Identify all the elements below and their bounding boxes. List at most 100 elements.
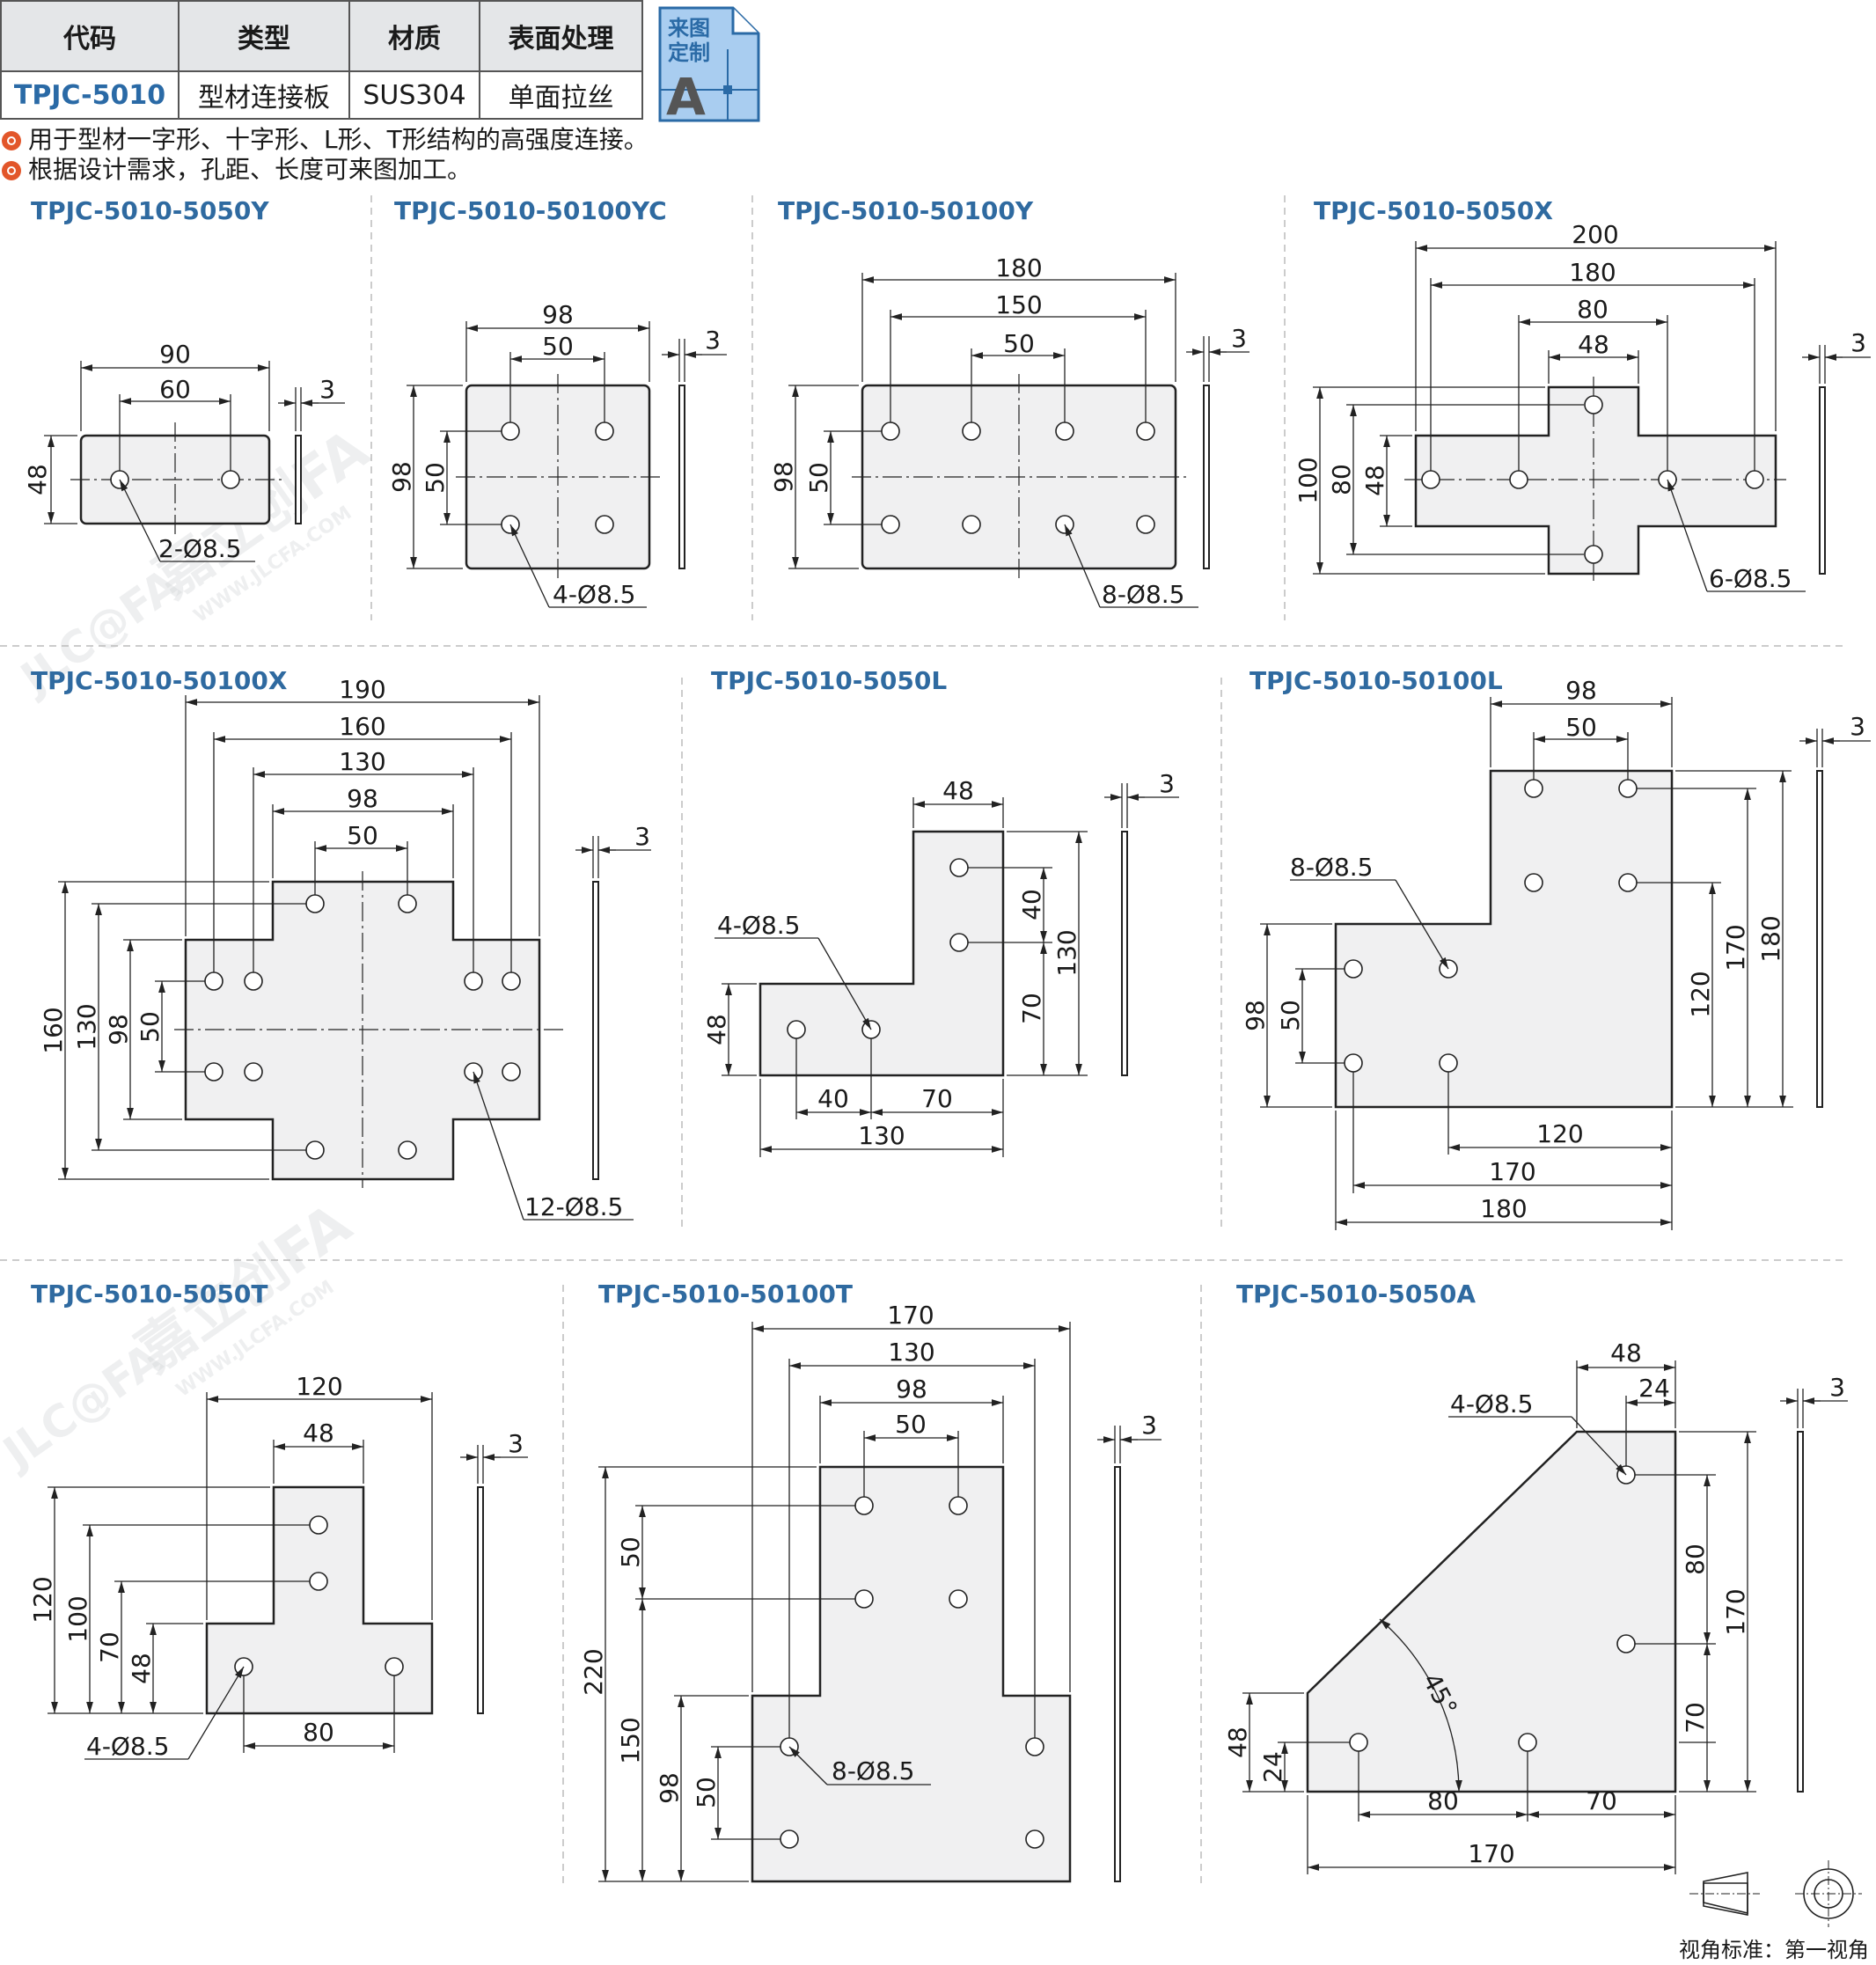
dim-label: 150 (616, 1717, 645, 1763)
dim-label: 70 (1017, 993, 1046, 1024)
dim-label: 50 (542, 332, 574, 361)
dim-label: 50 (347, 821, 378, 850)
cell-surface: 单面拉丝 (479, 70, 643, 120)
hole-callout: 2-Ø8.5 (158, 534, 242, 563)
dim-label: 98 (542, 300, 574, 329)
dim-label: 70 (95, 1631, 124, 1663)
cell-code: TPJC-5010 (0, 70, 180, 120)
cell-material: SUS304 (348, 70, 480, 120)
dim-label: 130 (888, 1338, 934, 1367)
part-title: TPJC-5010-50100Y (778, 196, 1034, 225)
dim-label: 60 (159, 375, 191, 404)
dim-label: 90 (159, 340, 191, 369)
dim-label: 48 (702, 1014, 731, 1045)
hole-callout: 4-Ø8.5 (86, 1732, 170, 1761)
hole-callout: 8-Ø8.5 (832, 1756, 915, 1785)
dim-label: 48 (303, 1419, 334, 1448)
dim-label: 48 (127, 1653, 156, 1684)
hole-callout: 8-Ø8.5 (1290, 853, 1374, 882)
dim-label: 80 (1427, 1786, 1459, 1815)
dim-label: 80 (1577, 295, 1609, 324)
dim-label: 40 (1017, 889, 1046, 920)
dim-label: 50 (616, 1536, 645, 1568)
dim-label: 160 (339, 712, 385, 741)
drawing-50100L: 98 50 120 170 180 98 50 120 170 180 3 8-… (1241, 676, 1871, 1230)
note-2: 根据设计需求，孔距、长度可来图加工。 (0, 155, 472, 185)
dim-label: 70 (1586, 1786, 1617, 1815)
dim-label: 160 (39, 1007, 68, 1053)
badge-line1: 来图 (668, 16, 710, 40)
hole-callout: 8-Ø8.5 (1102, 580, 1185, 609)
dim-label: 100 (63, 1595, 92, 1642)
dim-label: 120 (296, 1372, 342, 1401)
dim-label: 130 (339, 747, 385, 776)
dim-label: 50 (136, 1011, 165, 1043)
dim-label: 130 (72, 1003, 101, 1050)
drawing-5050L: 48 40 130 70 48 40 70 130 3 4-Ø8.5 (702, 769, 1179, 1157)
drawing-5050T: 120 48 120 100 70 48 80 3 4-Ø8.5 (28, 1372, 528, 1761)
dim-label: 48 (1223, 1727, 1252, 1758)
dim-label: 70 (921, 1084, 953, 1113)
dim-label: 98 (347, 784, 378, 813)
dim-label: 120 (1536, 1119, 1583, 1148)
dim-label: 3 (508, 1429, 524, 1458)
separators (0, 195, 1848, 1883)
hole-callout: 12-Ø8.5 (524, 1192, 623, 1221)
dim-label: 190 (339, 675, 385, 704)
dim-label: 98 (104, 1014, 133, 1045)
dim-label: 24 (1638, 1374, 1670, 1403)
drawing-5050Y: 90 60 48 3 2-Ø8.5 (23, 340, 345, 563)
bullet-icon (2, 161, 21, 180)
dim-label: 80 (1327, 464, 1356, 495)
dim-label: 48 (1610, 1338, 1642, 1367)
dim-label: 50 (895, 1410, 927, 1439)
part-title: TPJC-5010-5050A (1236, 1279, 1476, 1309)
dim-label: 3 (705, 326, 721, 355)
dim-label: 180 (995, 253, 1042, 282)
part-title: TPJC-5010-50100T (598, 1279, 853, 1309)
dim-label: 3 (1159, 769, 1175, 798)
dim-label: 150 (995, 290, 1042, 319)
header-material: 材质 (348, 0, 480, 72)
dim-label: 130 (1052, 929, 1081, 976)
part-title: TPJC-5010-50100YC (394, 196, 667, 225)
custom-drawing-badge-icon: 来图 定制 A (658, 6, 760, 123)
dim-label: 130 (858, 1121, 905, 1150)
dim-label: 3 (1850, 712, 1865, 741)
dim-label: 98 (387, 461, 416, 493)
dim-label: 50 (1003, 329, 1035, 358)
dim-label: 200 (1572, 220, 1618, 249)
drawing-50100YC: 98 50 98 50 3 4-Ø8.5 (387, 300, 727, 609)
dim-label: 3 (634, 822, 650, 851)
dim-label: 220 (579, 1648, 608, 1695)
dim-label: 98 (769, 461, 798, 493)
dim-label: 48 (1360, 465, 1389, 496)
dim-label: 180 (1480, 1194, 1527, 1223)
header-surface: 表面处理 (479, 0, 643, 72)
bullet-icon (2, 131, 21, 150)
dim-label: 50 (692, 1777, 721, 1808)
dim-label: 120 (28, 1576, 57, 1623)
header-type: 类型 (178, 0, 350, 72)
dim-label: 98 (655, 1772, 684, 1804)
dim-label: 50 (804, 462, 833, 494)
cell-type: 型材连接板 (178, 70, 350, 120)
part-title: TPJC-5010-50100L (1249, 666, 1503, 695)
dim-label: 170 (1489, 1157, 1535, 1186)
dim-label: 98 (1565, 676, 1597, 705)
dim-label: 80 (303, 1718, 334, 1747)
dim-label: 80 (1681, 1543, 1710, 1575)
dim-label: 98 (1241, 1000, 1270, 1031)
dim-label: 3 (1829, 1373, 1845, 1402)
dim-label: 100 (1293, 457, 1323, 503)
drawing-5050A: 48 24 80 170 70 48 24 80 70 170 45° 3 (1223, 1338, 1848, 1874)
dim-label: 48 (1578, 330, 1609, 359)
dim-label: 50 (1565, 713, 1597, 742)
first-angle-projection-icon (1689, 1860, 1862, 1927)
dim-label: 50 (421, 462, 450, 494)
drawing-50100T: 170 130 98 50 220 50 150 98 50 3 8-Ø8.5 (579, 1301, 1162, 1883)
dim-label: 48 (23, 464, 52, 495)
dim-label: 120 (1686, 971, 1715, 1017)
dim-label: 3 (1850, 328, 1866, 357)
